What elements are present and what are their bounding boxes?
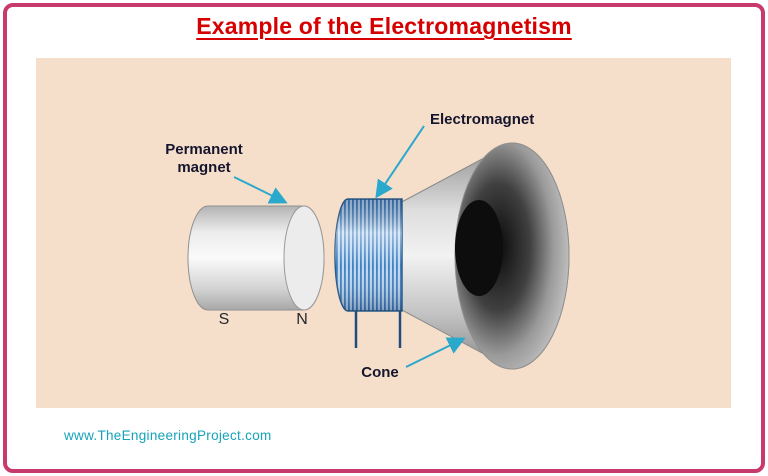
cone-label: Cone — [361, 364, 399, 381]
north-pole-label: N — [296, 311, 308, 328]
cone-opening — [454, 142, 570, 370]
electromagnet-arrow — [375, 125, 425, 199]
permanent-magnet-label-line1: Permanent — [165, 141, 243, 158]
permanent-magnet-north-face — [283, 205, 325, 311]
cone-throat — [455, 200, 503, 296]
diagram-panel: S N Permanent magnet Electromagnet Cone — [36, 58, 731, 408]
cone-arrow — [405, 337, 466, 368]
south-pole-label: S — [219, 311, 230, 328]
permanent-magnet-arrow — [233, 176, 288, 204]
electromagnet-label: Electromagnet — [430, 111, 534, 128]
coil-shading — [335, 199, 402, 311]
page-title: Example of the Electromagnetism — [196, 13, 572, 39]
website-url: www.TheEngineeringProject.com — [64, 428, 272, 443]
permanent-magnet-label-line2: magnet — [177, 159, 230, 176]
electromagnetism-diagram: S N Permanent magnet Electromagnet Cone — [165, 111, 570, 381]
